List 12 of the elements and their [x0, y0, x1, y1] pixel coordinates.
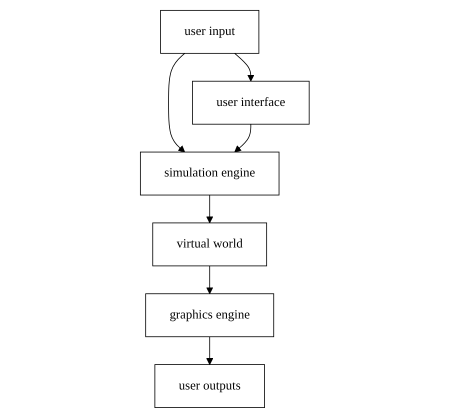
node-box: user input [160, 9, 260, 54]
arrow [206, 336, 214, 364]
node-box: simulation engine [140, 151, 280, 195]
arrow [206, 265, 214, 294]
node-box: virtual world [152, 222, 268, 266]
node-box: user interface [192, 80, 310, 124]
node-box: graphics engine [146, 292, 274, 337]
arrow [168, 52, 186, 152]
node-box: user outputs [154, 364, 266, 408]
arrow [234, 123, 252, 152]
arrow [234, 52, 255, 82]
arrow [206, 194, 214, 223]
